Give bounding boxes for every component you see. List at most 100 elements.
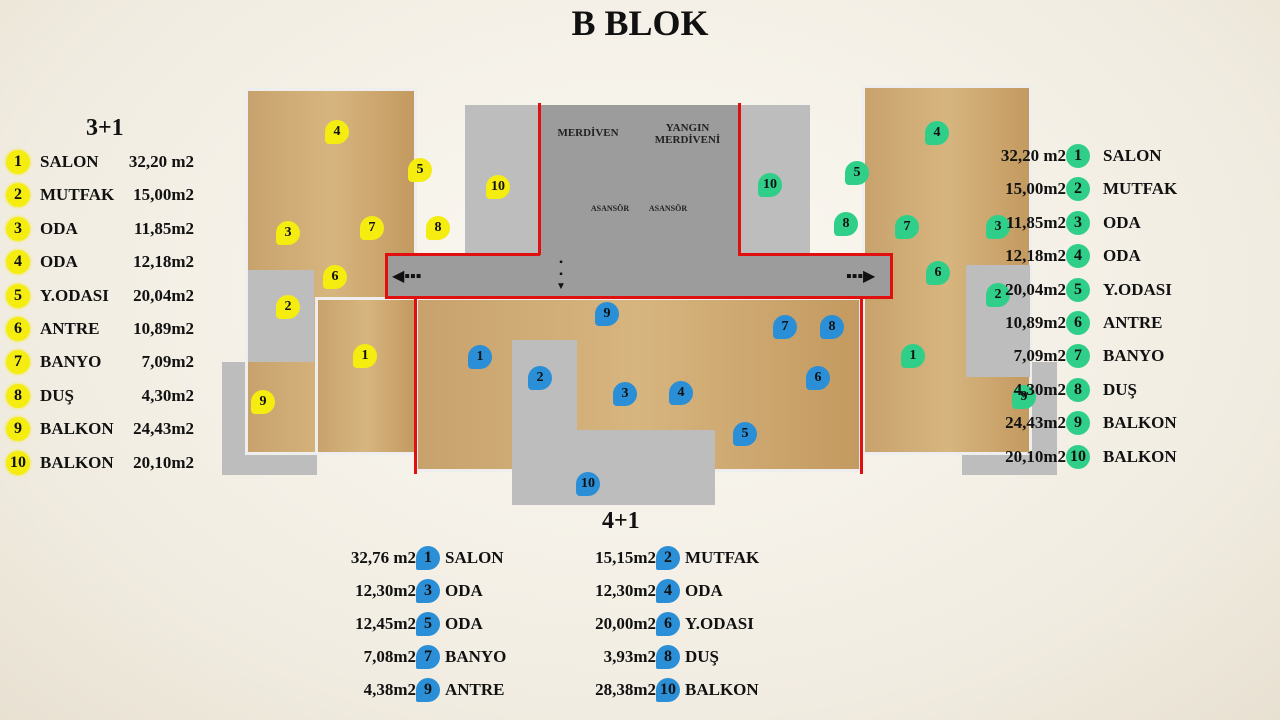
core [540,105,740,255]
room-area: 10,89m2 [1005,313,1066,332]
red-line [890,253,893,298]
plan-room-marker: 1 [901,344,925,368]
room-number-marker: 3 [1066,210,1090,235]
plan-room-marker: 3 [986,215,1010,239]
room-area: 4,30m2 [1013,379,1066,399]
room-area: 32,20 m2 [1000,146,1066,165]
room-name: MUTFAK [40,185,115,205]
room-area: 10,89m2 [133,319,194,338]
room-name: BALKON [685,680,759,699]
plan-room-marker: 6 [926,261,950,285]
room-area: 12,45m2 [355,614,416,633]
room-number-marker: 1 [6,150,30,174]
room-area: 3,93m2 [603,647,656,666]
legend-row: 6 ANTRE 10,89m2 [6,316,194,342]
room-area: 24,43m2 [1005,413,1066,433]
room-number-marker: 3 [416,579,440,603]
plan-room-marker: 7 [773,315,797,339]
room-area: 24,43m2 [133,419,194,439]
plan-room-marker: 9 [595,302,619,326]
center-balcony [512,430,715,505]
room-area: 12,30m2 [595,581,656,600]
room-name: DUŞ [685,647,720,666]
plan-room-marker: 10 [758,173,782,197]
room-number-marker: 4 [1066,244,1090,269]
room-number-marker: 8 [656,645,680,669]
plan-room-marker: 2 [528,366,552,390]
room-name: Y.ODASI [1103,279,1172,299]
room-number-marker: 7 [416,645,440,669]
room-name: DUŞ [1103,379,1138,399]
arrow-right-icon: ▪▪▪▶ [846,268,876,285]
room-name: ODA [40,218,78,238]
room-name: BANYO [1103,346,1165,366]
plan-room-marker: 10 [486,175,510,199]
room-number-marker: 6 [6,317,30,341]
room-number-marker: 2 [1066,177,1090,202]
plan-room-marker: 8 [426,216,450,240]
plan-room-marker: 8 [820,315,844,339]
room-number-marker: 1 [1066,144,1090,168]
plan-room-marker: 9 [1012,385,1036,409]
room-number-marker: 4 [6,250,30,275]
room-name: BALKON [1103,413,1177,433]
red-line [860,296,863,474]
room-name: SALON [40,152,99,171]
room-area: 20,10m2 [133,452,194,472]
stairs-label: MERDİVEN [557,127,619,139]
room-number-marker: 6 [656,612,680,636]
room-name: MUTFAK [1103,179,1178,199]
room-number-marker: 2 [6,183,30,208]
plan-room-marker: 5 [733,422,757,446]
red-line [738,103,741,255]
room-number-marker: 8 [1066,377,1090,402]
plan-room-marker: 5 [408,158,432,182]
room-number-marker: 9 [1066,411,1090,436]
red-line [385,253,540,256]
room-number-marker: 7 [1066,344,1090,369]
room-area: 4,38m2 [363,680,416,699]
page-title: B BLOK [571,3,709,43]
room-area: 15,15m2 [595,548,656,567]
room-number-marker: 5 [6,283,30,308]
room-area: 11,85m2 [1006,212,1066,232]
plan-room-marker: 4 [925,121,949,145]
room-number-marker: 5 [416,612,440,636]
plan-room-marker: 3 [276,221,300,245]
plan-room-marker: 1 [468,345,492,369]
room-name: ODA [445,614,483,633]
room-name: ODA [1103,246,1141,266]
room-area: 7,09m2 [141,352,194,372]
plan-room-marker: 4 [325,120,349,144]
room-area: 32,20 m2 [128,152,194,171]
room-area: 4,30m2 [141,385,194,405]
room-name: ODA [685,581,723,600]
room-name: ANTRE [1103,313,1163,332]
room-name: ANTRE [40,319,100,338]
red-line [385,296,893,299]
plan-room-marker: 6 [323,265,347,289]
room-number-marker: 9 [6,417,30,442]
red-line [538,103,541,255]
room-name: SALON [445,548,504,567]
room-number-marker: 6 [1066,311,1090,335]
arrow-left-icon: ◀▪▪▪ [392,268,422,285]
room-name: ODA [445,581,483,600]
room-number-marker: 4 [656,579,680,603]
elevator-2-label: ASANSÖR [648,204,688,213]
plan-room-marker: 8 [834,212,858,236]
room-area: 7,09m2 [1013,346,1066,366]
room-number-marker: 5 [1066,277,1090,302]
plan-room-marker: 5 [845,161,869,185]
corridor [385,253,893,298]
plan-room-marker: 6 [806,366,830,390]
room-area: 28,38m2 [595,680,656,699]
